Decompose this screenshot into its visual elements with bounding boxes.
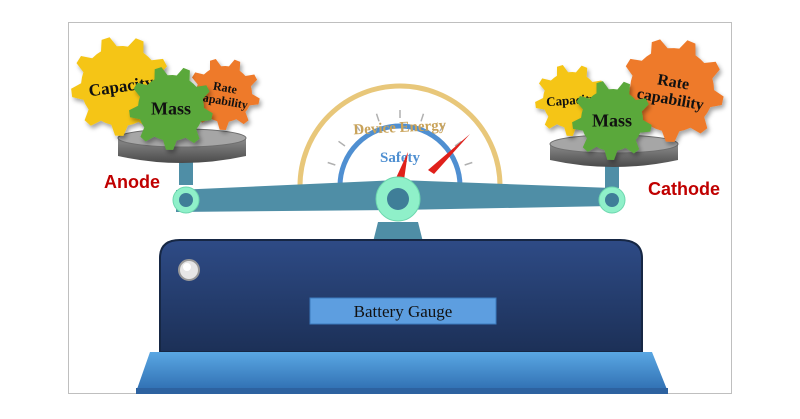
- cathode-post: [605, 160, 619, 188]
- battery-gauge-label: Battery Gauge: [354, 302, 453, 321]
- gauge-tick: [354, 124, 361, 132]
- base-body: [159, 239, 643, 353]
- gear-icon: [620, 39, 724, 142]
- device-energy-label: Device Energy: [353, 118, 447, 139]
- gauge-outer-arc: [297, 83, 503, 187]
- gear-label: Mass: [151, 98, 191, 118]
- safety-label: Safety: [380, 150, 420, 166]
- cathode-label: Cathode: [648, 179, 720, 199]
- gear-icon: [129, 67, 213, 150]
- gauge-inner-arc: [337, 123, 463, 187]
- inner-needle: [396, 152, 408, 180]
- cathode-rate-capability-gear: Ratecapability: [620, 39, 724, 142]
- scale-base: Battery Gauge: [136, 222, 668, 394]
- gear-icon: [572, 81, 652, 160]
- gauge-tick: [420, 113, 425, 122]
- gauge-tick: [327, 161, 336, 166]
- gauge-tick: [375, 113, 380, 122]
- gauge-tick: [454, 140, 462, 147]
- energy-gauge: Device Energy Safety: [297, 83, 503, 187]
- anode-label: Anode: [104, 172, 160, 192]
- gauge-tick: [464, 161, 473, 166]
- battery-gauge-label-plate: [309, 297, 497, 325]
- gear-label: Mass: [592, 110, 632, 130]
- anode-mass-gear: Mass: [129, 67, 213, 150]
- outer-needle: [428, 134, 470, 174]
- gauge-tick: [338, 140, 346, 147]
- base-plate: [136, 352, 668, 392]
- gauge-tick: [439, 124, 446, 132]
- cathode-mass-gear: Mass: [572, 81, 652, 160]
